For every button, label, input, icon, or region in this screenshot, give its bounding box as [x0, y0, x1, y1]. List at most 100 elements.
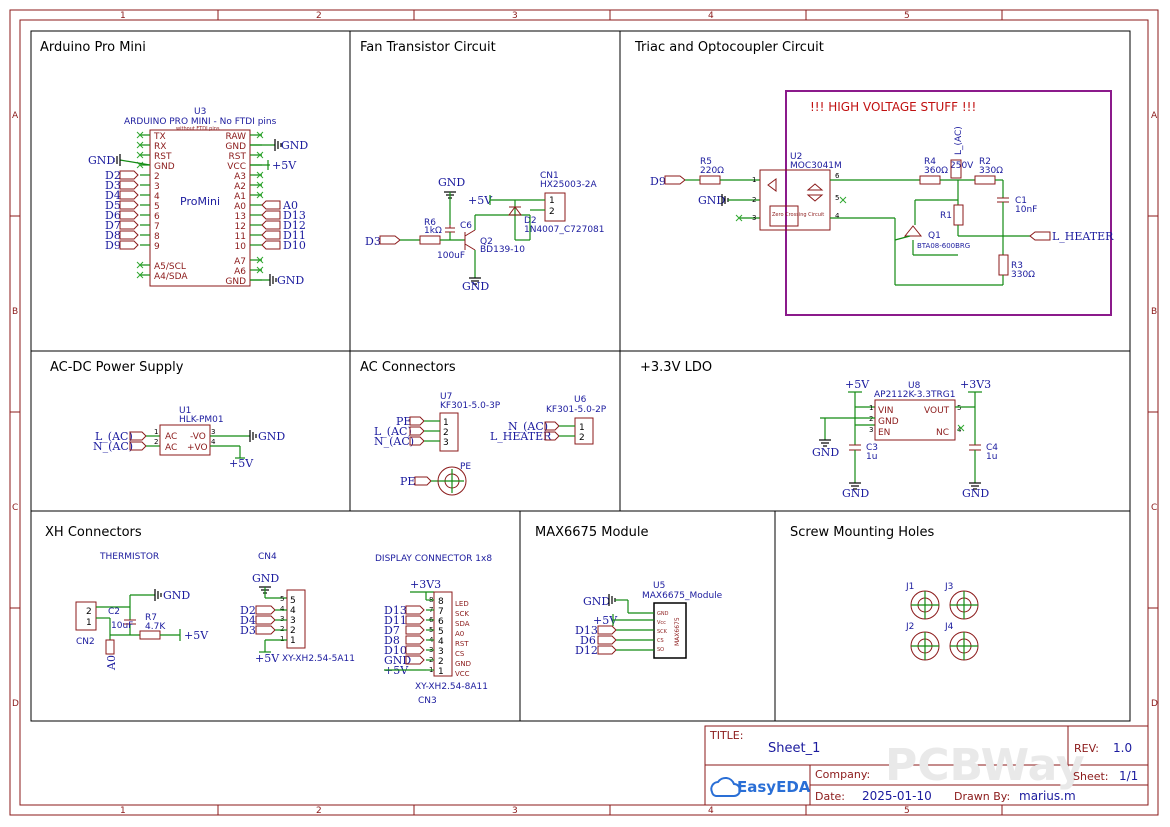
u8-ref: U8 — [908, 381, 921, 391]
cn3-pin-number: 3 — [438, 647, 444, 657]
q2-val: BD139-10 — [480, 245, 525, 255]
fan-gnd-top: GND — [438, 176, 465, 189]
cn2-n1: 1 — [86, 618, 92, 628]
screw-holes: J1 J3 J2 J4 — [905, 582, 979, 661]
u5-pin: SO — [657, 647, 664, 653]
max6675-module: U5 MAX6675_Module MAX6675 GNDVccSCKCSSO … — [575, 581, 723, 659]
col-label-2-bottom: 2 — [316, 806, 322, 816]
c2-ref: C2 — [108, 607, 120, 617]
row-label-b: B — [12, 307, 18, 317]
cn4-pin-number: 1 — [290, 636, 296, 646]
u1-val: HLK-PM01 — [179, 415, 224, 425]
section-title-acdc: AC-DC Power Supply — [50, 360, 184, 375]
cn3-pin-number: 1 — [438, 667, 444, 677]
date-label: Date: — [815, 790, 845, 803]
col-label-4: 4 — [708, 11, 714, 21]
max-net-d6: D6 — [580, 634, 596, 647]
section-title-max: MAX6675 Module — [535, 525, 649, 540]
u7-p3: 3 — [443, 438, 449, 448]
u3-left-pin: TX — [153, 132, 166, 142]
c3-ref: C3 — [866, 443, 878, 453]
j4-label: J4 — [944, 622, 954, 632]
section-title-screw: Screw Mounting Holes — [790, 525, 935, 540]
u3-right-net: D10 — [283, 239, 306, 252]
cn3-pin-number: 5 — [438, 627, 444, 637]
r3-resistor — [998, 254, 1009, 276]
col-label-5-bottom: 5 — [904, 806, 910, 816]
col-label-5: 5 — [904, 11, 910, 21]
cn4-pin-number: 3 — [290, 616, 296, 626]
v250-label: 250V — [950, 161, 974, 171]
cn3-net: D8 — [384, 634, 400, 647]
u3-gnd-left: GND — [88, 154, 115, 167]
zero-crossing-label: Zero Crossing Circuit — [772, 212, 824, 218]
company-label: Company: — [815, 768, 870, 781]
q1-triac — [903, 225, 923, 237]
u3-right-pin: GND — [225, 142, 246, 152]
cn4-pin-number-outer: 1 — [280, 635, 284, 643]
u3-left-pin: 5 — [154, 202, 160, 212]
cn3-net: GND — [384, 654, 411, 667]
u1-pin-ac1: AC — [165, 432, 177, 442]
cn4-val: XY-XH2.54-5A11 — [282, 654, 355, 664]
u3-body — [149, 129, 251, 287]
u3-right-pin: A2 — [234, 182, 246, 192]
row-label-a-right: A — [1151, 111, 1158, 121]
u2-p1: 1 — [752, 176, 756, 184]
u2-p6: 6 — [835, 172, 840, 180]
c6-val: 100uF — [437, 251, 465, 261]
max-net-d12: D12 — [575, 644, 598, 657]
cn4-net-d3: D3 — [240, 624, 256, 637]
u3-left-pin: 7 — [154, 222, 160, 232]
u3-right-pin: A7 — [234, 257, 246, 267]
rev-label: REV: — [1074, 742, 1099, 755]
cn3-val: XY-XH2.54-8A11 — [415, 682, 488, 692]
col-label-1: 1 — [120, 11, 126, 21]
acdc-gnd: GND — [258, 430, 285, 443]
sheet-value: 1/1 — [1119, 769, 1138, 783]
ldo-circuit: +5V U8 AP2112K-3.3TRG1 VIN GND EN VOUT N… — [812, 378, 998, 500]
q2-ref: Q2 — [480, 237, 493, 247]
ldo-gnd1: GND — [812, 446, 839, 459]
r7-resistor — [139, 630, 161, 640]
fan-circuit: GND +5V D3 R6 1kΩ C6 100uF Q2 BD139-10 G… — [365, 171, 605, 293]
c1-val: 10nF — [1015, 205, 1037, 215]
cn1-connector — [544, 192, 566, 222]
u8-vout: VOUT — [924, 406, 950, 416]
r7-ref: R7 — [145, 613, 157, 623]
u3-right-net: D13 — [283, 209, 306, 222]
section-title-ldo: +3.3V LDO — [640, 360, 712, 375]
drawn-label: Drawn By: — [954, 790, 1010, 803]
row-label-a: A — [12, 111, 19, 121]
u6-val: KF301-5.0-2P — [546, 405, 607, 415]
cn4-pin-number: 5 — [290, 596, 296, 606]
drawn-value: marius.m — [1019, 789, 1076, 803]
cn3-pin-function: SCK — [455, 610, 469, 618]
pcbway-watermark: PCBWay — [885, 740, 1085, 791]
triac-circuit: !!! HIGH VOLTAGE STUFF !!! D9 R5 220Ω GN… — [650, 90, 1114, 316]
q1-ref: Q1 — [928, 231, 941, 241]
r6-resistor — [419, 235, 441, 245]
u5-pin: CS — [657, 638, 664, 644]
cn3-ref: CN3 — [418, 696, 437, 706]
u3-right-net: A0 — [282, 199, 298, 212]
heater-port — [1029, 231, 1051, 241]
section-title-xh: XH Connectors — [45, 525, 142, 540]
u3-left-net: D8 — [105, 229, 121, 242]
u6-p2: 2 — [579, 433, 585, 443]
u3-right-net: D12 — [283, 219, 306, 232]
u8-vin: VIN — [878, 406, 894, 416]
u3-body-label: ProMini — [180, 195, 220, 208]
mounting-hole-j2 — [910, 631, 940, 661]
cn4-pin-number-outer: 4 — [280, 605, 285, 613]
fan-v5: +5V — [468, 194, 493, 207]
cn4-ref: CN4 — [258, 552, 277, 562]
cn3-pin-number: 2 — [438, 657, 444, 667]
cn4-net-d4: D4 — [240, 614, 256, 627]
row-label-c-right: C — [1151, 503, 1157, 513]
c1-ref: C1 — [1015, 196, 1027, 206]
easyeda-logo-icon — [710, 777, 741, 797]
u3-name: ARDUINO PRO MINI - No FTDI pins — [124, 117, 277, 127]
ldo-gnd2: GND — [842, 487, 869, 500]
ac-connectors: U7 KF301-5.0-3P 1 2 3 PE L_(AC) N_(AC) U… — [374, 392, 607, 496]
